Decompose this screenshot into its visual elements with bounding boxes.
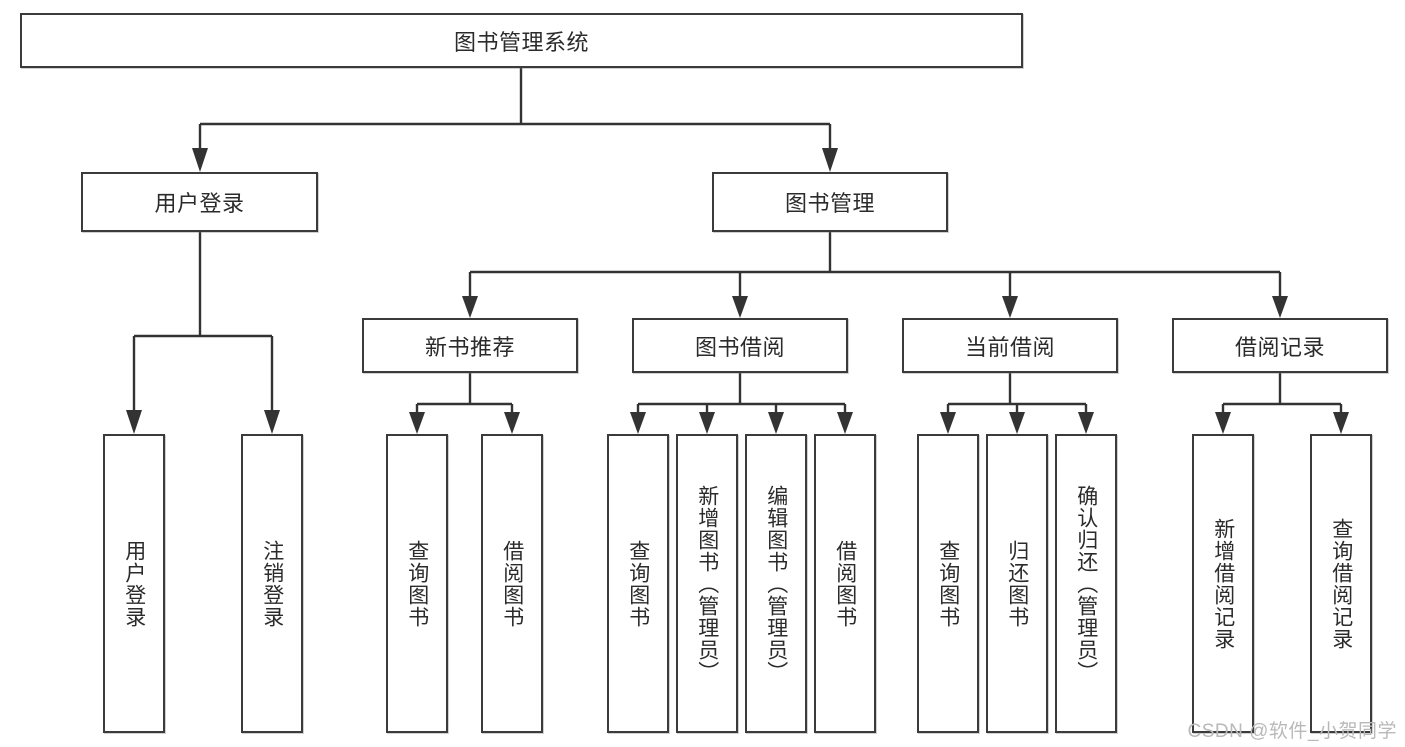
leaf-current-query-books[interactable]: 查询图书 (917, 434, 979, 733)
node-new-book-recommendation[interactable]: 新书推荐 (362, 318, 578, 373)
leaf-current-confirm-return-admin[interactable]: 确认归还（管理员） (1055, 434, 1117, 733)
leaf-newbook-query-books[interactable]: 查询图书 (386, 434, 448, 733)
leaf-newbook-borrow-books[interactable]: 借阅图书 (481, 434, 543, 733)
leaf-borrow-add-book-admin[interactable]: 新增图书（管理员） (676, 434, 738, 733)
node-current-borrowing[interactable]: 当前借阅 (902, 318, 1118, 373)
node-borrowing-records[interactable]: 借阅记录 (1172, 318, 1388, 373)
node-root-system[interactable]: 图书管理系统 (20, 13, 1023, 68)
leaf-records-add-record[interactable]: 新增借阅记录 (1192, 434, 1254, 733)
node-user-login[interactable]: 用户登录 (81, 172, 318, 232)
leaf-borrow-query-books[interactable]: 查询图书 (607, 434, 669, 733)
node-book-borrowing[interactable]: 图书借阅 (632, 318, 848, 373)
leaf-current-return-books[interactable]: 归还图书 (986, 434, 1048, 733)
leaf-borrow-edit-book-admin[interactable]: 编辑图书（管理员） (745, 434, 807, 733)
leaf-borrow-lend-books[interactable]: 借阅图书 (814, 434, 876, 733)
leaf-logout-login[interactable]: 注销登录 (241, 434, 303, 733)
node-book-management[interactable]: 图书管理 (712, 172, 948, 232)
leaf-records-query-record[interactable]: 查询借阅记录 (1310, 434, 1372, 733)
watermark-text: CSDN @软件_小贺同学 (1187, 721, 1397, 742)
leaf-user-login[interactable]: 用户登录 (103, 434, 165, 733)
